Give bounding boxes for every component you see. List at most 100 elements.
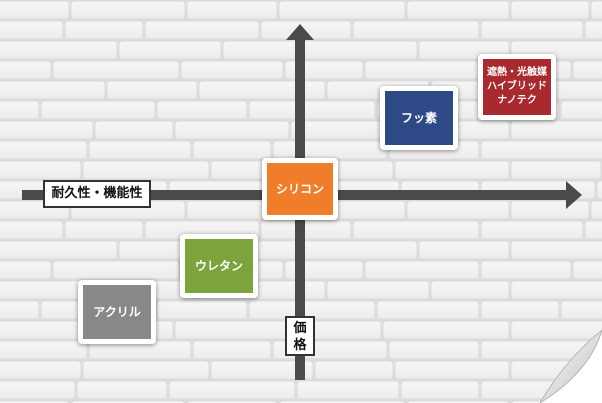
brick <box>389 341 479 359</box>
brick <box>249 301 375 319</box>
brick <box>365 61 479 79</box>
brick <box>0 141 87 159</box>
brick <box>0 21 63 39</box>
brick <box>327 281 429 299</box>
brick <box>71 1 185 19</box>
brick <box>0 261 51 279</box>
brick <box>481 141 602 159</box>
product-label-hybrid-line-1: 遮熱・光触媒 <box>487 67 547 78</box>
brick <box>119 41 221 59</box>
brick <box>377 301 479 319</box>
brick <box>481 221 583 239</box>
brick <box>95 121 173 139</box>
brick <box>53 61 179 79</box>
brick <box>0 301 39 319</box>
brick <box>83 361 209 379</box>
brick <box>0 41 117 59</box>
brick <box>193 341 271 359</box>
product-label-hybrid-line-2: ハイブリッド <box>487 81 547 92</box>
brick <box>193 141 271 159</box>
brick <box>187 1 277 19</box>
brick <box>65 21 143 39</box>
brick <box>573 61 602 79</box>
product-label-acrylic: アクリル <box>93 304 141 319</box>
brick <box>365 261 479 279</box>
brick <box>561 301 602 319</box>
brick <box>561 101 602 119</box>
axis-label-durability: 耐久性・機能性 <box>43 180 151 208</box>
brick <box>481 341 602 359</box>
brick <box>0 361 81 379</box>
brick <box>169 381 295 399</box>
brick <box>89 341 191 359</box>
brick <box>407 1 509 19</box>
brick <box>249 101 375 119</box>
product-label-hybrid-line-3: ナノテク <box>497 95 537 106</box>
brick <box>297 381 399 399</box>
brick <box>0 381 75 399</box>
brick <box>353 21 479 39</box>
brick <box>0 61 51 79</box>
brick <box>0 1 69 19</box>
brick <box>77 381 167 399</box>
brick <box>291 121 381 139</box>
brick <box>591 201 602 219</box>
brick <box>0 101 39 119</box>
brick <box>431 281 509 299</box>
brick <box>303 41 417 59</box>
brick <box>419 241 509 259</box>
brick <box>591 1 602 19</box>
brick <box>187 201 277 219</box>
brick <box>511 281 602 299</box>
brick <box>585 21 602 39</box>
brick <box>597 181 602 199</box>
brick <box>157 301 247 319</box>
brick <box>401 381 479 399</box>
brick <box>261 221 351 239</box>
brick <box>89 141 191 159</box>
brick <box>395 361 509 379</box>
brick <box>107 81 197 99</box>
brick <box>0 81 105 99</box>
brick <box>573 261 602 279</box>
brick <box>0 221 63 239</box>
brick <box>175 321 289 339</box>
product-box-urethane: ウレタン <box>180 234 258 298</box>
brick <box>481 301 559 319</box>
product-label-fluorine: フッ素 <box>400 110 437 125</box>
product-box-fluorine: フッ素 <box>380 86 458 150</box>
brick <box>199 81 325 99</box>
brick <box>511 121 602 139</box>
brick <box>181 61 283 79</box>
axis-label-price-char-1: 価 <box>293 321 307 336</box>
product-box-acrylic: アクリル <box>78 280 156 344</box>
brick <box>65 221 143 239</box>
brick <box>0 241 117 259</box>
brick <box>83 161 209 179</box>
brick <box>0 161 81 179</box>
brick <box>0 121 93 139</box>
brick <box>395 161 509 179</box>
product-box-hybrid: 遮熱・光触媒 ハイブリッド ナノテク <box>478 54 556 120</box>
brick <box>279 1 405 19</box>
brick <box>511 161 601 179</box>
vertical-axis-arrowhead <box>286 24 314 40</box>
brick <box>481 21 583 39</box>
brick <box>383 321 509 339</box>
brick <box>511 321 602 339</box>
axis-label-price: 価 格 <box>285 316 315 356</box>
product-label-silicon: シリコン <box>275 181 324 196</box>
brick <box>511 241 602 259</box>
brick <box>0 321 93 339</box>
brick <box>53 261 179 279</box>
brick <box>157 101 247 119</box>
brick <box>145 21 259 39</box>
brick <box>211 361 313 379</box>
brick <box>353 221 479 239</box>
horizontal-axis-arrowhead <box>566 181 582 209</box>
brick <box>407 201 509 219</box>
brick <box>175 121 289 139</box>
brick <box>0 341 87 359</box>
brick <box>511 1 589 19</box>
